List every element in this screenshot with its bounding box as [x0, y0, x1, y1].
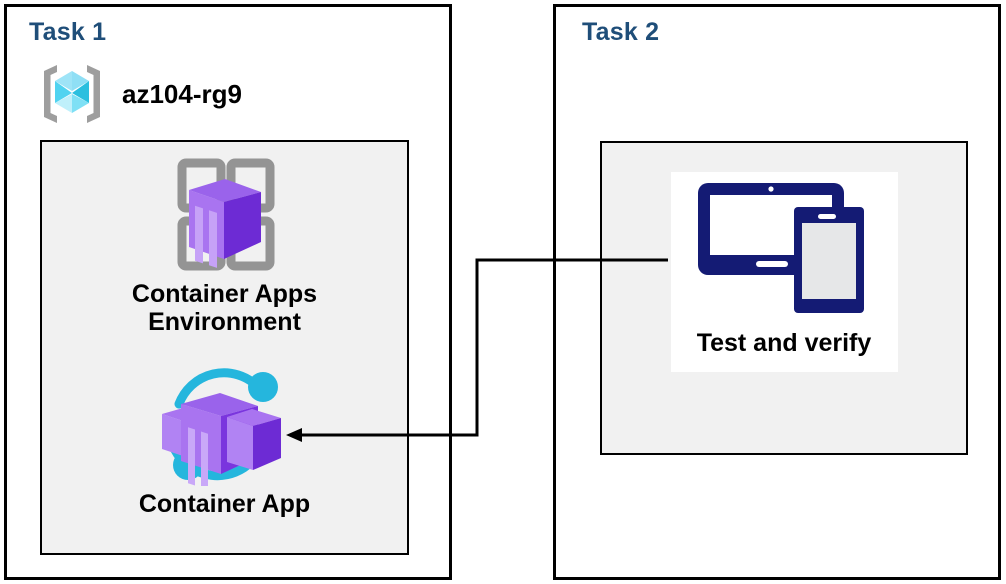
- container-app-icon: [42, 364, 407, 486]
- devices-icon: [602, 165, 966, 325]
- node-container-apps-environment: Container Apps Environment: [42, 154, 407, 336]
- resource-group-row: az104-rg9: [36, 58, 242, 130]
- resource-group-icon: [36, 58, 108, 130]
- task-2-title: Task 2: [582, 18, 660, 46]
- resource-group-label: az104-rg9: [122, 78, 242, 109]
- task-1-panel: Container Apps Environment: [40, 140, 409, 555]
- node-test-and-verify: Test and verify: [602, 165, 966, 357]
- container-apps-environment-icon: [42, 154, 407, 276]
- node-container-app: Container App: [42, 364, 407, 518]
- test-and-verify-label: Test and verify: [696, 329, 872, 357]
- task-1-title: Task 1: [29, 18, 107, 46]
- container-app-label: Container App: [138, 490, 311, 518]
- container-apps-environment-label: Container Apps Environment: [131, 280, 318, 336]
- task-2-panel: Test and verify: [600, 141, 968, 455]
